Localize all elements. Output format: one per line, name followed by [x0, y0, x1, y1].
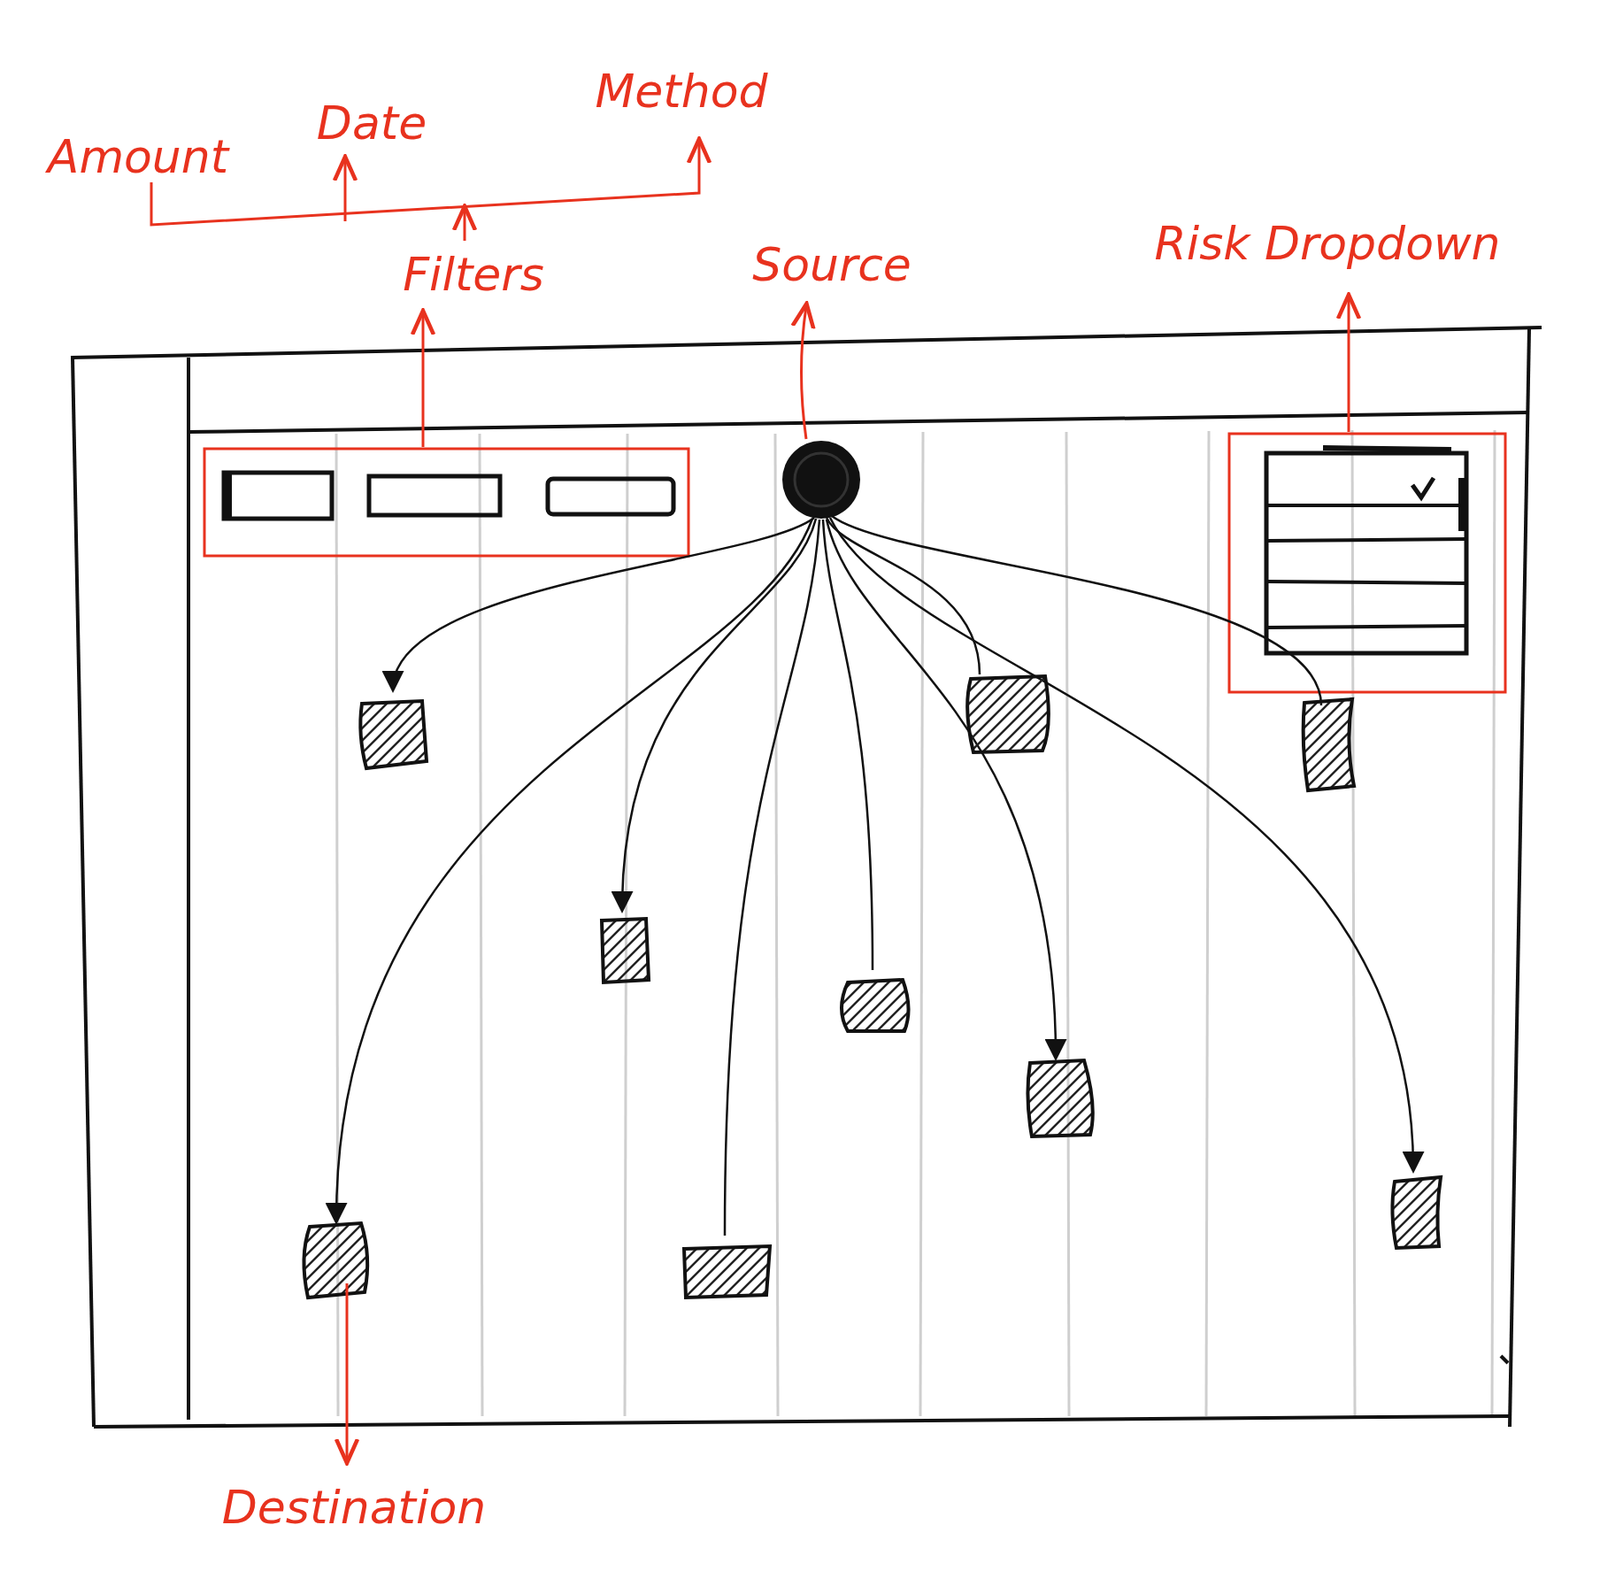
filters-outline [204, 448, 689, 556]
filter-inputs [223, 472, 674, 519]
destination-shapes [303, 676, 1441, 1298]
flow-lines [336, 515, 1414, 1236]
annotation-label: Risk Dropdown [1154, 217, 1501, 271]
annotation-label: Source [752, 238, 912, 293]
grid-lines [336, 430, 1495, 1416]
annotation-label: Method [594, 65, 768, 119]
source-scribble [794, 453, 848, 507]
annotation-label: Destination [222, 1481, 486, 1535]
source-circle [782, 440, 861, 519]
annotation-label: Date [316, 97, 427, 151]
annotation-label: Filters [402, 248, 545, 302]
risk-outline [1229, 433, 1506, 693]
annotation-leaders [151, 141, 1349, 1461]
annotation-label: Amount [47, 130, 229, 185]
window-frame [70, 327, 1542, 1427]
risk-dropdown [1266, 447, 1467, 654]
